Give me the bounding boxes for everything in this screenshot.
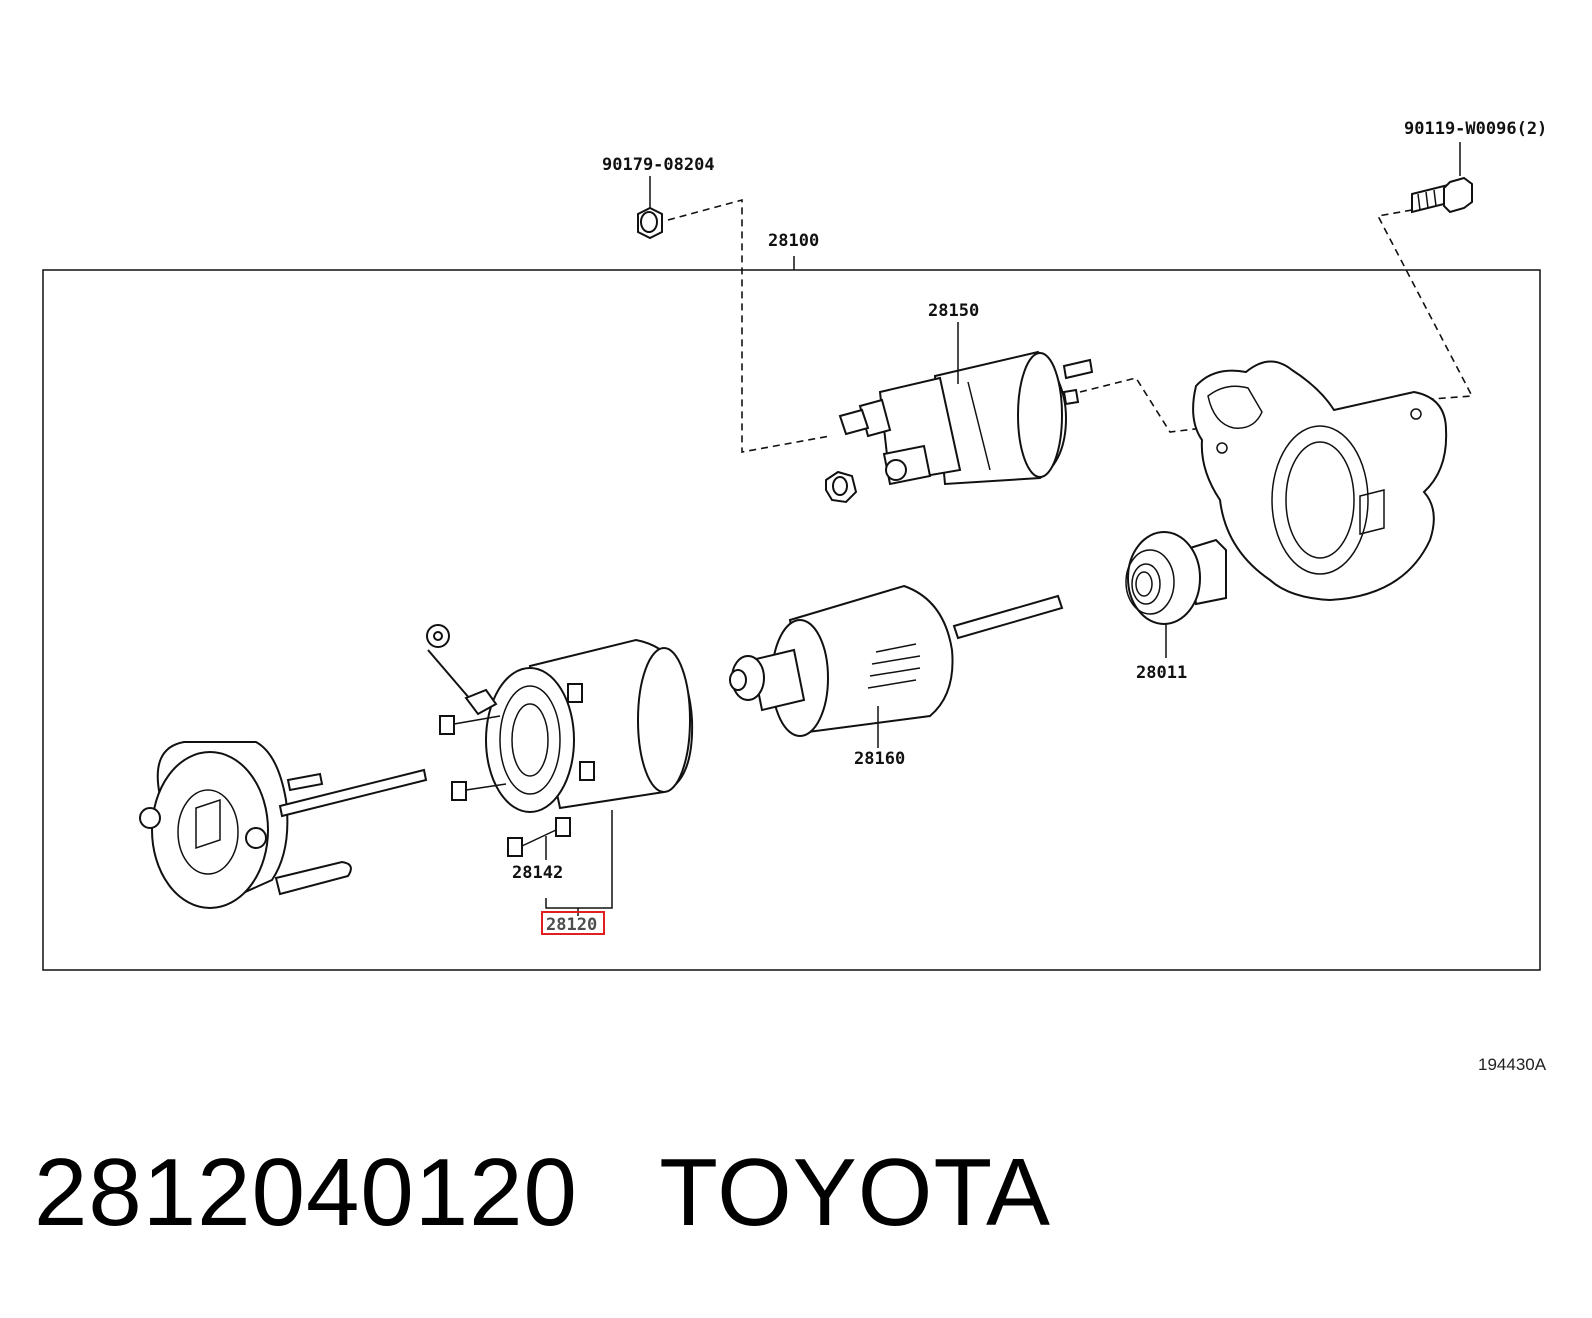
brush-icon[interactable] [439,683,595,857]
label-clutch: 28011 [1136,663,1187,683]
yoke-icon[interactable] [426,624,694,813]
label-solenoid: 28150 [928,301,979,321]
drive-housing-icon[interactable] [1192,360,1448,602]
clutch-icon[interactable] [1125,531,1227,625]
label-brush: 28142 [512,863,563,883]
end-frame-icon[interactable] [139,741,428,909]
label-armature: 28160 [854,749,905,769]
label-nut-top: 90179-08204 [602,155,715,175]
figure-code: 194430A [1478,1055,1547,1074]
bolt-icon[interactable] [1411,176,1473,214]
part-number: 2812040120 [34,1139,578,1246]
solenoid-dashed-path [1079,377,1237,433]
yoke-highlight-box [541,911,605,935]
bolt-dashed-path [1376,209,1474,403]
nut-icon[interactable] [637,206,663,240]
armature-icon[interactable] [729,584,1064,737]
assembly-frame [42,269,1541,971]
nut-dashed-path [667,198,831,453]
label-assembly: 28100 [768,231,819,251]
label-bolt-top: 90119-W0096(2) [1404,119,1547,139]
footer-title: 2812040120 TOYOTA [34,1138,1051,1248]
solenoid-nut-icon[interactable] [825,470,858,504]
brand-name: TOYOTA [659,1139,1052,1246]
solenoid-icon[interactable] [838,350,1094,486]
label-yoke[interactable]: 28120 [546,915,597,935]
yoke-bracket [545,810,613,909]
